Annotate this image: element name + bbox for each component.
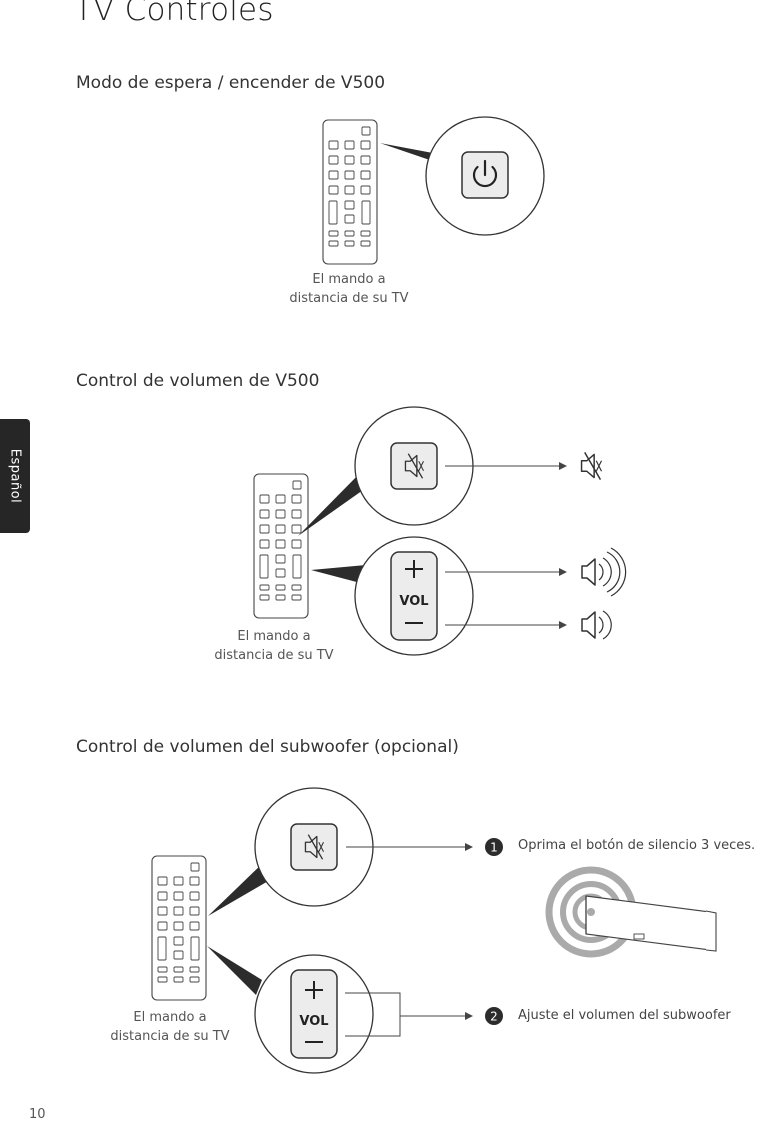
bracket-line xyxy=(345,992,401,1037)
section-title-standby: Modo de espera / encender de V500 xyxy=(76,73,386,93)
mute-speaker-icon xyxy=(580,451,603,481)
step1-number: 1 xyxy=(490,841,498,855)
remote-caption-volume: El mando a distancia de su TV xyxy=(209,627,339,665)
page-number: 10 xyxy=(29,1107,46,1122)
mute-button-icon xyxy=(390,442,438,490)
callout-wedge xyxy=(298,467,373,536)
vol-label: VOL xyxy=(299,1014,328,1029)
subwoofer-icon xyxy=(545,866,717,958)
speaker-loud-icon xyxy=(581,547,627,597)
section-title-volume: Control de volumen de V500 xyxy=(76,371,320,391)
step2-number: 2 xyxy=(490,1010,498,1024)
remote-control-icon xyxy=(151,855,207,1001)
caption-line: distancia de su TV xyxy=(110,1029,230,1044)
vol-label: VOL xyxy=(399,594,428,609)
step1-text: Oprima el botón de silencio 3 veces. xyxy=(518,838,756,853)
step2-badge: 2 xyxy=(485,1007,503,1025)
remote-control-icon xyxy=(253,473,309,619)
mute-button-icon xyxy=(290,823,338,871)
caption-line: distancia de su TV xyxy=(289,291,409,306)
callout-wedge xyxy=(207,946,262,995)
caption-line: El mando a xyxy=(237,629,311,644)
page-title: TV Controles xyxy=(74,0,274,28)
step2-text: Ajuste el volumen del subwoofer xyxy=(518,1008,731,1023)
remote-caption-standby: El mando a distancia de su TV xyxy=(284,270,414,308)
volume-plus-minus-icon xyxy=(290,969,338,1059)
callout-wedge xyxy=(208,862,270,916)
power-button-icon xyxy=(461,151,509,199)
speaker-soft-icon xyxy=(581,610,612,640)
caption-line: El mando a xyxy=(312,272,386,287)
volume-plus-minus-icon xyxy=(390,551,438,641)
caption-line: El mando a xyxy=(133,1010,207,1025)
language-tab: Español xyxy=(0,419,30,533)
callout-wedge xyxy=(311,565,368,585)
remote-control-icon xyxy=(322,119,378,265)
section-title-subwoofer: Control de volumen del subwoofer (opcion… xyxy=(76,737,459,757)
remote-caption-subwoofer: El mando a distancia de su TV xyxy=(105,1008,235,1046)
caption-line: distancia de su TV xyxy=(214,648,334,663)
step1-badge: 1 xyxy=(485,838,503,856)
